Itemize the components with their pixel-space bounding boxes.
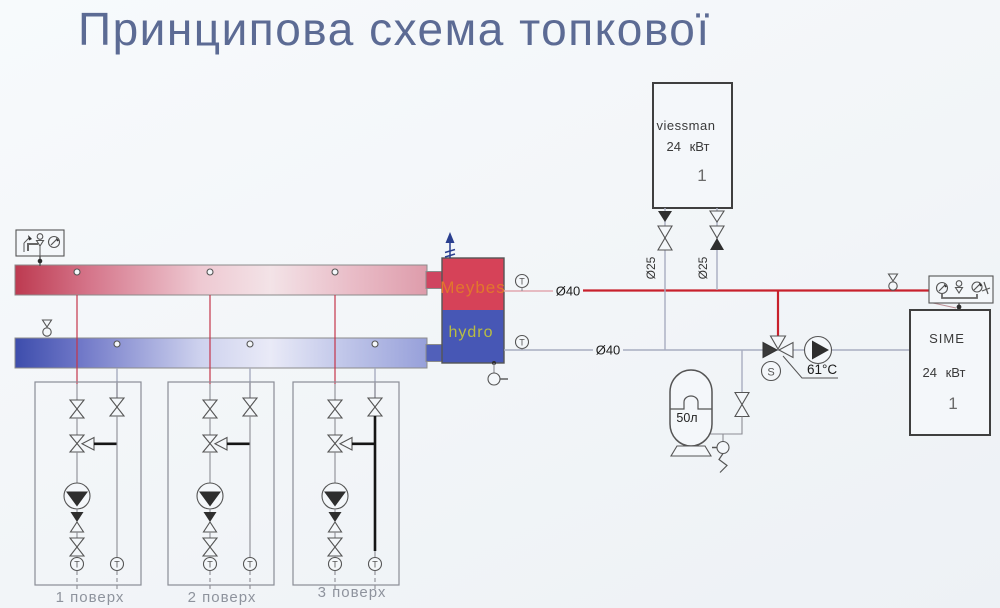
shutoff-valve-icon <box>734 391 750 418</box>
boiler-unit-no: 1 <box>697 166 706 185</box>
floor-label-3: 3 поверх <box>318 584 387 601</box>
separator-air-vent-icon <box>444 232 456 258</box>
floor-label-2: 2 поверх <box>188 589 257 606</box>
safety-valve-icon <box>23 235 32 252</box>
pressure-gauge-icon <box>935 281 949 295</box>
flow-arrow-icon <box>708 210 726 224</box>
temperature-leader <box>782 355 838 379</box>
boiler-power: 24 кВт <box>923 365 966 380</box>
thermometer-icon: T <box>514 334 530 350</box>
floor-label-1: 1 поверх <box>56 589 125 606</box>
air-vent-icon <box>954 280 964 295</box>
expansion-tank: 50л <box>669 350 750 473</box>
boiler-viessmann: viessman 24 кВт 1 <box>652 82 733 209</box>
boiler-supply-dn-label: Ø25 <box>696 256 710 279</box>
safety-group-left <box>15 229 65 266</box>
tank-vessel <box>669 369 713 447</box>
svg-text:T: T <box>519 338 525 348</box>
svg-text:T: T <box>519 277 525 287</box>
supply-dn-label: Ø40 <box>556 284 581 299</box>
svg-text:S: S <box>767 367 774 379</box>
check-valve-icon <box>709 225 725 250</box>
floor-circuit-2 <box>166 267 276 594</box>
circulation-pump-icon <box>803 335 833 365</box>
tank-volume-label: 50л <box>676 411 697 425</box>
return-neck <box>425 344 443 362</box>
mixing-valve <box>762 335 794 359</box>
drain-valve-icon <box>712 434 730 473</box>
boiler-sime: SIME 24 кВт 1 <box>909 309 991 436</box>
air-vent-icon <box>887 273 899 291</box>
tank-stand <box>670 445 712 457</box>
pressure-gauge-icon <box>47 235 61 249</box>
boiler-brand: SIME <box>929 331 965 346</box>
boiler-power: 24 кВт <box>667 139 710 154</box>
separator-brand-line2: hydro <box>448 324 493 341</box>
return-manifold <box>14 337 428 369</box>
flow-arrow-icon <box>658 211 672 222</box>
air-vent-icon <box>41 319 53 337</box>
floor-circuit-1 <box>33 267 143 594</box>
page-title: Принципова схема топкової <box>78 3 711 55</box>
valve-actuator-icon: S <box>760 360 782 382</box>
shutoff-valve-icon <box>657 225 673 251</box>
hydraulic-separator: Meybes hydro <box>440 232 508 386</box>
floor-circuit-3 <box>291 267 401 594</box>
air-vent-icon <box>35 233 45 256</box>
separator-brand-line1: Meybes <box>440 278 506 297</box>
safety-valve-icon <box>971 281 991 295</box>
boiler-unit-no: 1 <box>948 394 957 413</box>
supply-manifold <box>14 264 428 296</box>
mix-temperature-label: 61°C <box>807 362 837 377</box>
separator-drain-icon <box>487 361 508 386</box>
return-dn-label: Ø40 <box>596 343 621 358</box>
boiler-brand: viessman <box>657 118 716 133</box>
safety-group-right <box>928 275 994 311</box>
thermometer-icon: T <box>514 273 530 291</box>
boiler-return-dn-label: Ø25 <box>644 256 658 279</box>
